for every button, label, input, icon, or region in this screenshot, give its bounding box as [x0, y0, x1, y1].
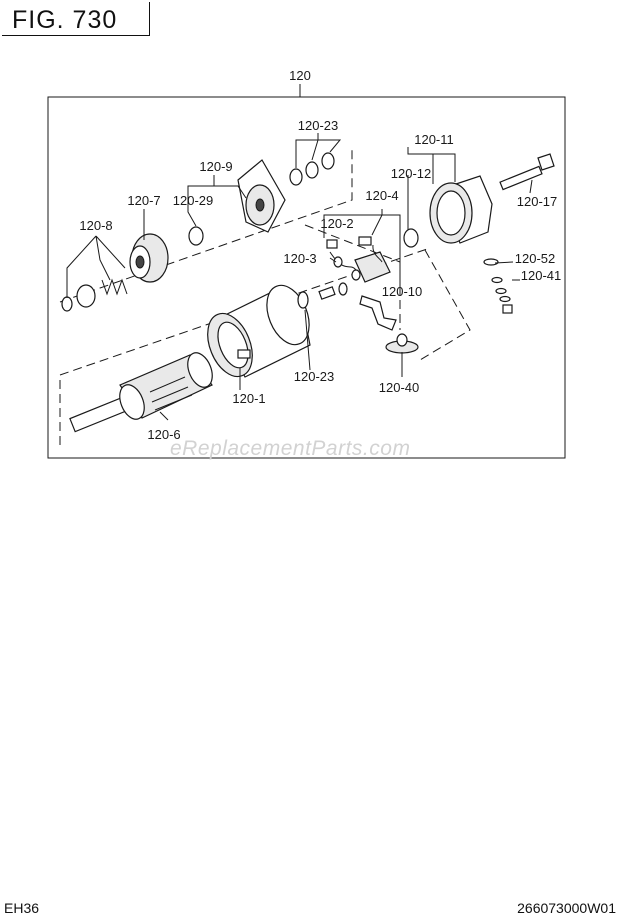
yoke-part [207, 284, 311, 378]
callout-120-52: 120-52 [515, 251, 555, 266]
insulator-part [385, 333, 419, 354]
watermark: eReplacementParts.com [170, 437, 411, 460]
front-bracket-part [237, 159, 286, 233]
footer-part-number: 266073000W01 [517, 900, 616, 916]
callout-120-6: 120-6 [147, 427, 180, 442]
centerline-bolt [419, 249, 471, 361]
callout-120-1: 120-1 [232, 391, 265, 406]
callout-120-40: 120-40 [379, 380, 419, 395]
pinion-part [129, 233, 169, 283]
bushing-part [188, 226, 204, 246]
screw-part [318, 282, 348, 300]
callout-120-17: 120-17 [517, 194, 557, 209]
callout-120-41: 120-41 [521, 268, 561, 283]
callout-120-23-top: 120-23 [298, 118, 338, 133]
nut-washer-stack-part [483, 258, 513, 314]
callout-120-2: 120-2 [320, 216, 353, 231]
callout-120-12: 120-12 [391, 166, 431, 181]
washer-lower-part [297, 291, 309, 309]
callout-120-29: 120-29 [173, 193, 213, 208]
washers-upper-part [289, 152, 335, 186]
callout-120-10: 120-10 [382, 284, 422, 299]
callout-120-23-bottom: 120-23 [294, 369, 334, 384]
footer-model: EH36 [4, 900, 40, 916]
spring-collar-part [61, 278, 128, 312]
through-bolt-part [499, 153, 555, 191]
callout-120-3: 120-3 [283, 251, 316, 266]
leader-lines [66, 133, 533, 421]
callout-120-8: 120-8 [79, 218, 112, 233]
rear-cover-part [429, 175, 493, 244]
rear-bushing-part [403, 228, 419, 248]
figure-title: FIG. 730 [12, 6, 118, 34]
callout-120: 120 [289, 68, 311, 83]
callout-120-11: 120-11 [414, 132, 454, 147]
armature-part [69, 352, 213, 433]
callout-120-9: 120-9 [199, 159, 232, 174]
terminal-part [359, 295, 397, 331]
brush-holder-part [326, 236, 391, 283]
callout-120-7: 120-7 [127, 193, 160, 208]
figure-title-box: FIG. 730 [2, 2, 150, 36]
callout-120-4: 120-4 [365, 188, 398, 203]
assembly-frame [47, 96, 566, 459]
